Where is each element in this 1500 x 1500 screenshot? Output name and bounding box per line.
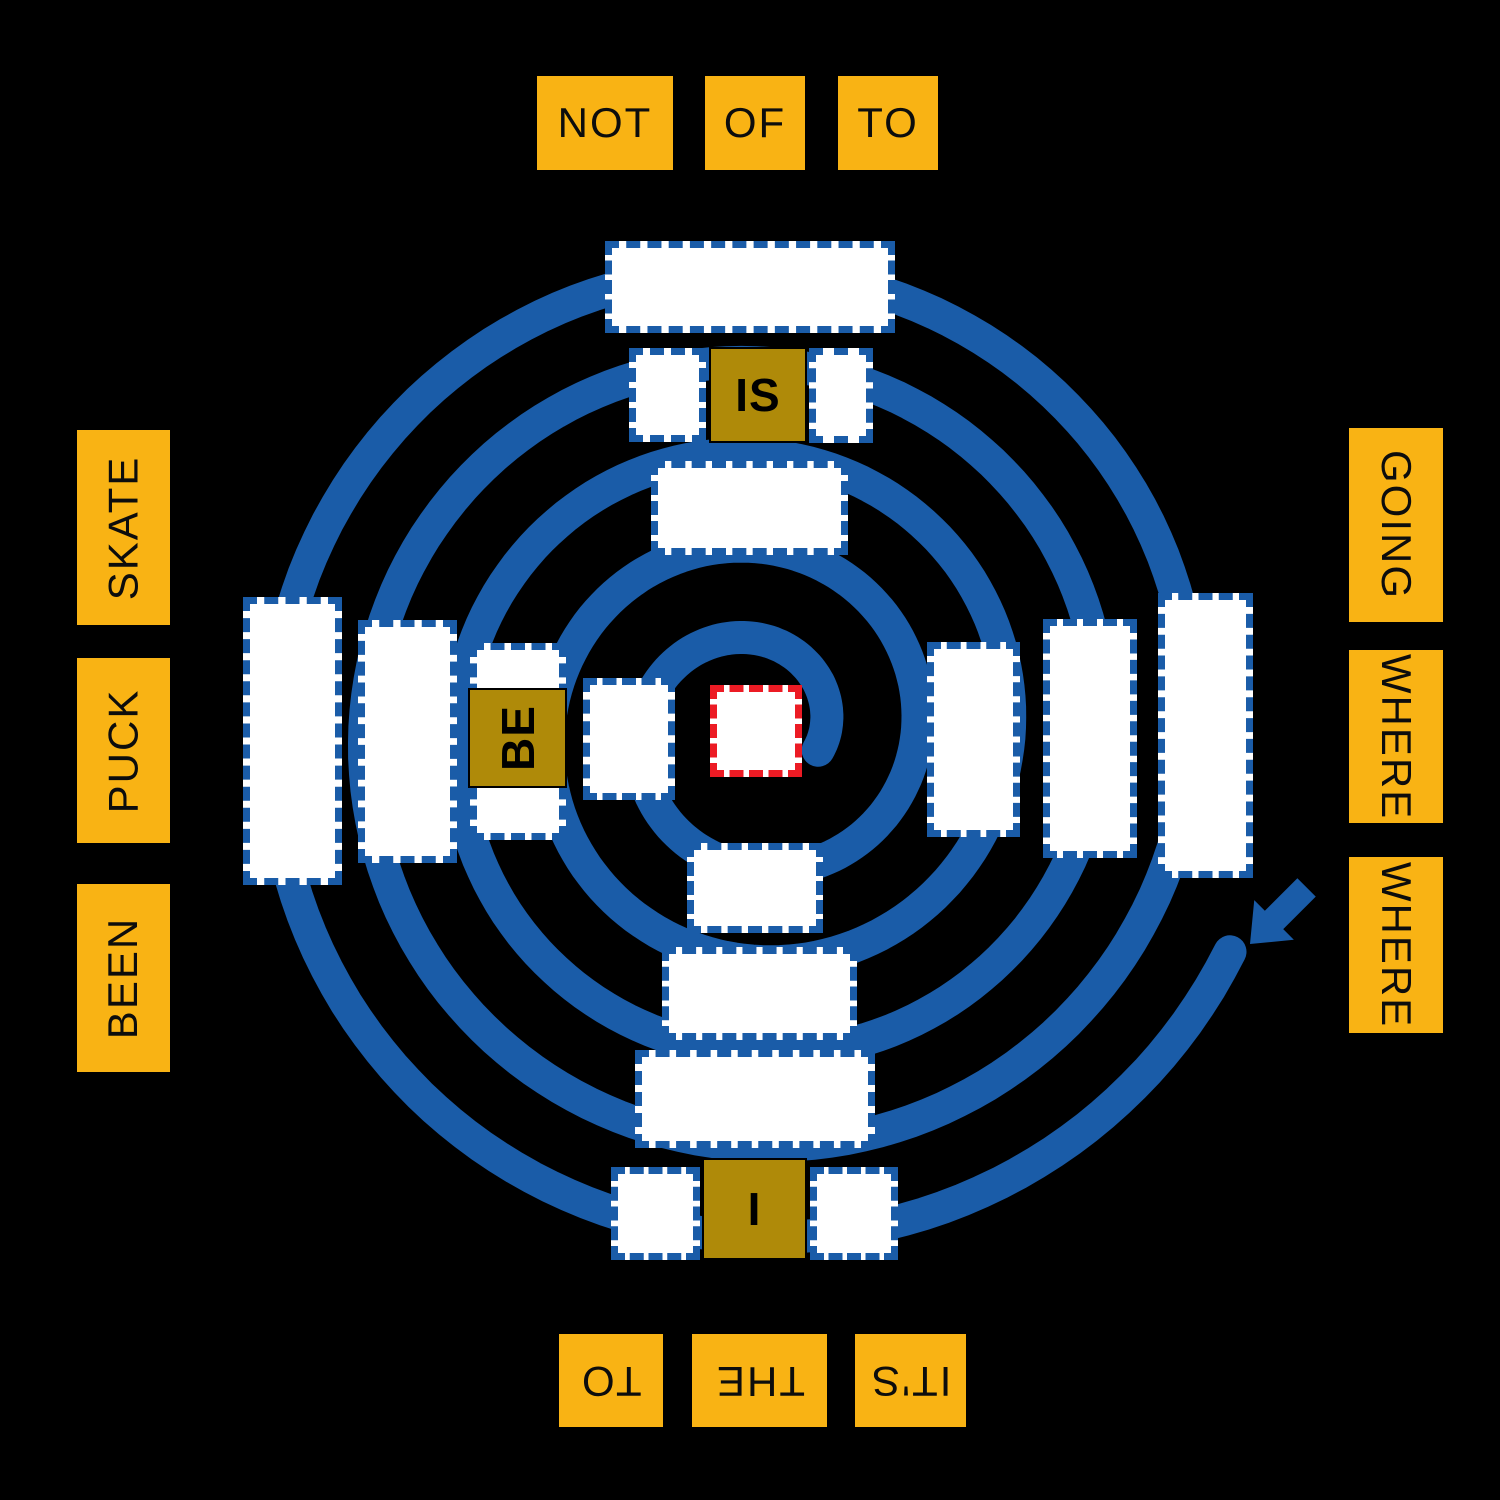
word-tile-where[interactable]: WHERE (1349, 857, 1443, 1033)
tile-label: I (747, 1183, 762, 1235)
empty-word-slot[interactable] (605, 241, 895, 333)
placed-word-tile-be[interactable]: BE (468, 688, 567, 788)
empty-word-slot[interactable] (629, 348, 706, 442)
tile-label: WHERE (1373, 653, 1420, 820)
placed-word-tile-i[interactable]: I (702, 1158, 807, 1260)
word-tile-to[interactable]: TO (559, 1334, 663, 1427)
tile-label: SKATE (99, 455, 147, 600)
tile-label: BE (491, 705, 544, 771)
empty-word-slot[interactable] (651, 461, 848, 555)
empty-word-slot[interactable] (611, 1167, 700, 1260)
empty-word-slot[interactable] (583, 678, 675, 800)
tile-label: IS (735, 369, 781, 421)
tile-label: PUCK (99, 688, 147, 813)
word-tile-been[interactable]: BEEN (77, 884, 170, 1072)
word-tile-skate[interactable]: SKATE (77, 430, 170, 625)
empty-word-slot[interactable] (358, 620, 457, 863)
tile-label: OF (723, 99, 787, 146)
empty-word-slot[interactable] (927, 642, 1020, 837)
word-tile-going[interactable]: GOING (1349, 428, 1443, 622)
tile-label: NOT (557, 99, 653, 146)
empty-word-slot[interactable] (662, 947, 857, 1040)
tile-label: BEEN (99, 916, 147, 1040)
empty-word-slot[interactable] (687, 843, 823, 933)
direction-arrow-icon (1250, 878, 1316, 944)
tile-label: THE (714, 1357, 805, 1405)
empty-word-slot[interactable] (243, 597, 342, 885)
placed-word-tile-is[interactable]: IS (709, 347, 807, 443)
tile-label: IT'S (869, 1357, 952, 1405)
word-tile-to[interactable]: TO (838, 76, 938, 170)
empty-word-slot[interactable] (810, 1167, 898, 1260)
empty-word-slot[interactable] (635, 1050, 875, 1148)
empty-word-slot[interactable] (1043, 619, 1137, 858)
word-tile-puck[interactable]: PUCK (77, 658, 170, 843)
tile-label: TO (580, 1357, 642, 1405)
target-slot[interactable] (710, 685, 802, 777)
tile-label: WHERE (1373, 861, 1420, 1029)
word-tile-the[interactable]: THE (692, 1334, 827, 1427)
word-tile-where[interactable]: WHERE (1349, 650, 1443, 823)
tile-label: GOING (1373, 449, 1421, 601)
empty-word-slot[interactable] (809, 348, 873, 443)
empty-word-slot[interactable] (1158, 593, 1253, 878)
word-tile-its[interactable]: IT'S (855, 1334, 966, 1427)
word-tile-not[interactable]: NOT (537, 76, 673, 170)
word-tile-of[interactable]: OF (705, 76, 805, 170)
tile-label: TO (857, 99, 919, 146)
